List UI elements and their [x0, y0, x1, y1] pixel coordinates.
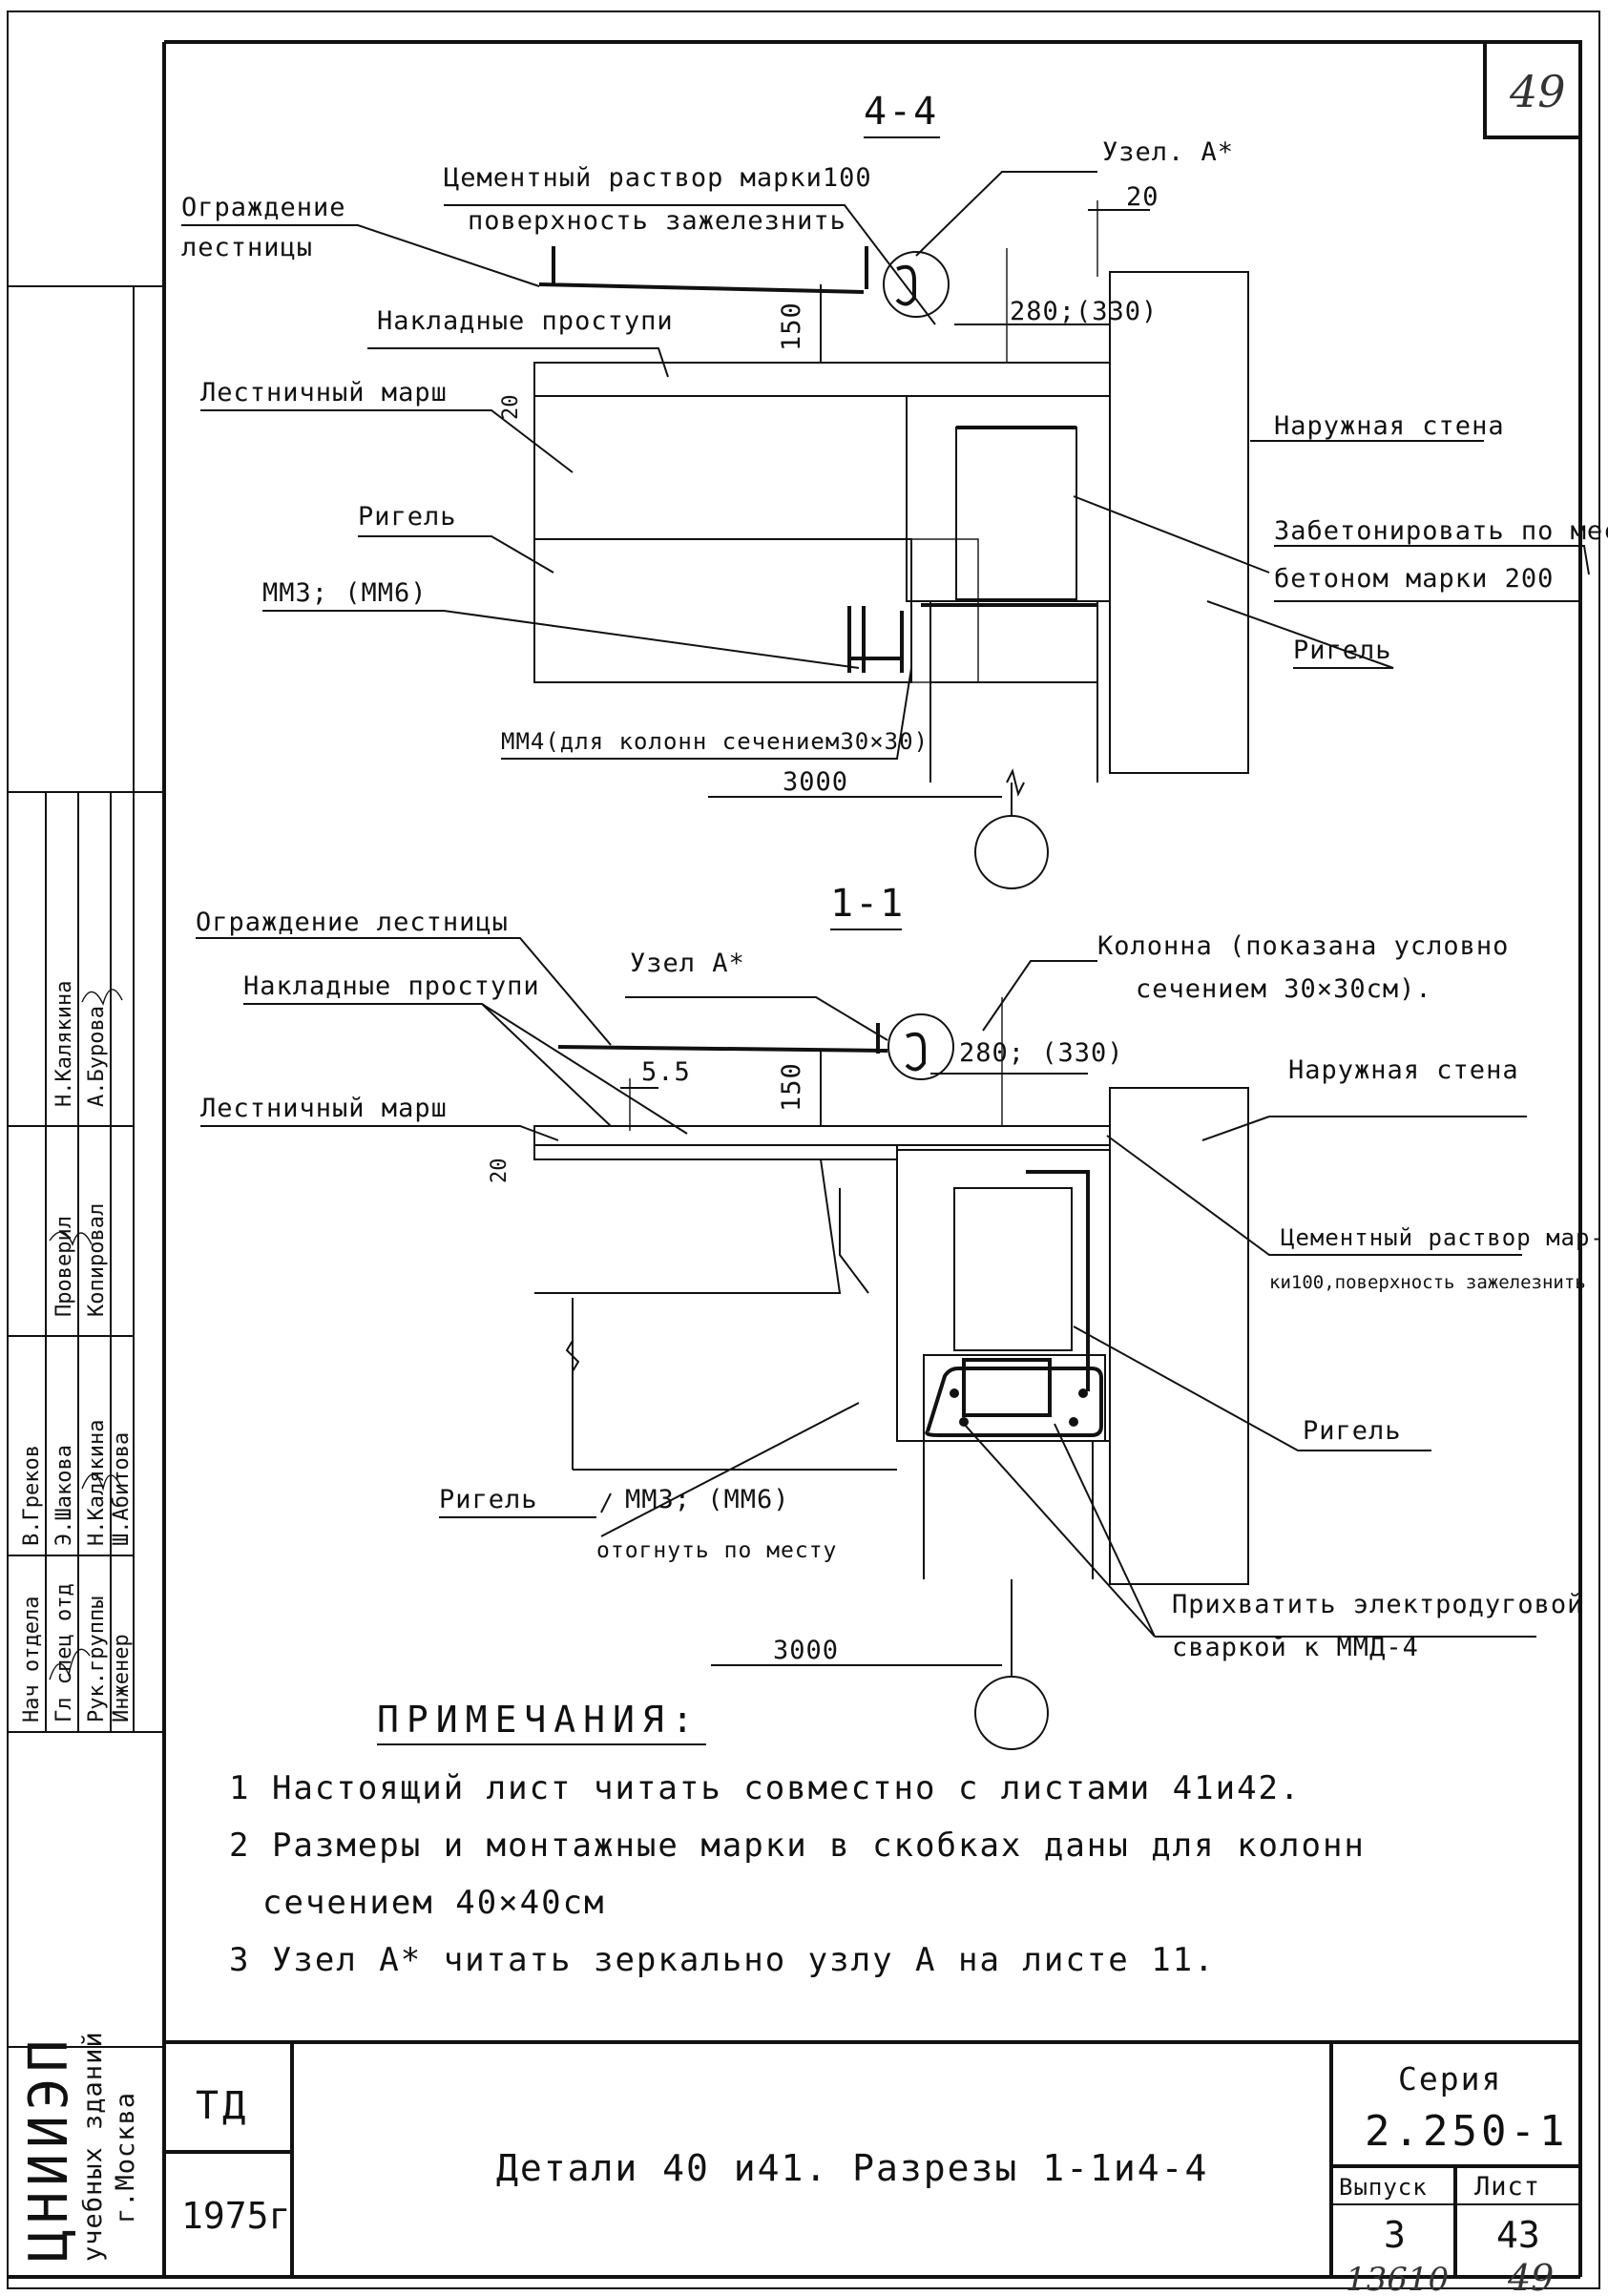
s44-concrete-line1: Забетонировать по месту — [1274, 516, 1608, 546]
tb-code: ТД — [196, 2084, 249, 2128]
s11-mortar-line1: Цементный раствор мар- — [1281, 1224, 1605, 1251]
s11-dim-3000: 3000 — [773, 1636, 839, 1665]
s44-dim-150: 150 — [777, 302, 806, 351]
s44-riegel-left: Ригель — [358, 502, 457, 532]
riegel-left — [533, 538, 912, 683]
outer-wall — [1109, 271, 1249, 774]
s44-node: Узел. А* — [1102, 137, 1234, 167]
stamp-role-chief: Гл спец отд — [52, 1583, 76, 1722]
mortar-2 — [533, 1125, 1111, 1146]
section-1-1: 1-1 — [196, 882, 1605, 1750]
s44-mm4: ММ4(для колонн сечением30×30) — [501, 728, 929, 755]
s44-mortar-line2: поверхность зажелезнить — [468, 206, 846, 236]
s11-weld-line1: Прихватить электродуговой — [1172, 1590, 1583, 1619]
org-line-2: г.Москва — [111, 2092, 140, 2223]
s44-dim-280: 280;(330) — [1010, 297, 1158, 326]
s44-concrete-line2: бетоном марки 200 — [1274, 564, 1554, 594]
tb-bottom-left: 13610 — [1346, 2261, 1449, 2296]
note-3: 3 Узел А* читать зеркально узлу А на лис… — [229, 1941, 1216, 1979]
column — [955, 427, 1077, 600]
s44-railing-line2: лестницы — [181, 233, 313, 262]
riegel-right — [929, 600, 1098, 683]
sheet-number-top: 49 — [1509, 66, 1566, 117]
tb-sheet-label: Лист — [1474, 2172, 1540, 2202]
tb-issue-label: Выпуск — [1339, 2174, 1428, 2201]
s11-dim-150: 150 — [777, 1062, 806, 1112]
s11-railing: Ограждение лестницы — [196, 908, 509, 937]
stamp-col-checked: Проверил — [52, 1216, 76, 1317]
s11-dim-280: 280; (330) — [959, 1038, 1124, 1068]
sheet-number-box: 49 — [1483, 40, 1582, 139]
s11-dim-20: 20 — [488, 1158, 512, 1184]
tb-series-label: Серия — [1398, 2060, 1502, 2098]
s44-mm3: ММ3; (ММ6) — [262, 578, 428, 608]
tb-series: 2.250-1 — [1365, 2107, 1568, 2156]
s44-railing-line1: Ограждение — [181, 193, 346, 222]
s11-weld-line2: сваркой к ММД-4 — [1172, 1633, 1419, 1662]
s11-mm3: ММ3; (ММ6) — [625, 1485, 790, 1514]
notes-heading: ПРИМЕЧАНИЯ: — [377, 1699, 701, 1741]
org-code: ЦНИИЭП — [18, 2035, 80, 2262]
s44-dim-3000: 3000 — [783, 767, 848, 797]
section-44-title: 4-4 — [864, 90, 938, 134]
s11-column-line1: Колонна (показана условно — [1097, 931, 1509, 961]
tb-issue: 3 — [1384, 2214, 1406, 2256]
stamp-name-2: А.Бурова — [85, 1006, 109, 1107]
stamp-role-head: Нач отдела — [20, 1597, 44, 1722]
stamp-name-4: Э.Шакова — [52, 1445, 76, 1546]
note-2-cont: сечением 40×40см — [262, 1884, 606, 1922]
org-line-1: учебных зданий — [78, 2031, 108, 2262]
note-2: 2 Размеры и монтажные марки в скобках да… — [229, 1826, 1366, 1865]
tb-sheet: 43 — [1496, 2214, 1540, 2256]
section-4-4: 4-4 — [181, 90, 1608, 889]
s11-flight: Лестничный марш — [200, 1094, 448, 1123]
s44-treads: Накладные проступи — [377, 306, 674, 336]
s11-mortar-line2: ки100,поверхность зажелезнить — [1269, 1272, 1586, 1293]
stamp-name-1: Н.Калякина — [52, 981, 76, 1107]
stamp-name-3: В.Греков — [20, 1445, 44, 1546]
note-1: 1 Настоящий лист читать совместно с лист… — [229, 1769, 1302, 1807]
s11-treads: Накладные проступи — [243, 971, 540, 1001]
s11-dim-55: 5.5 — [641, 1057, 691, 1087]
stamp-name-6: Ш.Абитова — [110, 1432, 134, 1546]
sheet-frame — [7, 10, 1600, 2289]
side-stamp: Нач отдела Гл спец отд Рук.группы Инжене… — [8, 285, 164, 2262]
riegel-2 — [923, 1354, 1106, 1442]
s44-riegel-right: Ригель — [1293, 636, 1392, 665]
tb-year: 1975г — [181, 2195, 290, 2237]
stamp-col-copied: Копировал — [85, 1203, 109, 1317]
mortar-layer — [533, 362, 1111, 397]
column-2 — [953, 1187, 1073, 1351]
stamp-role-group: Рук.группы — [85, 1597, 109, 1722]
notes-block: ПРИМЕЧАНИЯ: 1 Настоящий лист читать совм… — [229, 1699, 1366, 1979]
s11-column-line2: сечением 30×30см). — [1136, 974, 1432, 1004]
section-11-title: 1-1 — [830, 882, 905, 926]
s11-riegel-left: Ригель — [439, 1485, 538, 1514]
s44-dim-20b: 20 — [499, 395, 523, 421]
tb-title: Детали 40 и41. Разрезы 1-1и4-4 — [496, 2147, 1208, 2189]
s44-mortar-line1: Цементный раствор марки100 — [444, 163, 872, 193]
outer-wall-2 — [1109, 1087, 1249, 1585]
title-block: ТД 1975г Детали 40 и41. Разрезы 1-1и4-4 … — [164, 2040, 1580, 2296]
s11-riegel-right: Ригель — [1303, 1416, 1402, 1446]
stair-flight — [533, 395, 908, 540]
s44-flight: Лестничный марш — [200, 378, 448, 407]
treads-2 — [533, 1144, 898, 1160]
s44-dim-20: 20 — [1126, 182, 1159, 212]
s11-outer-wall: Наружная стена — [1288, 1055, 1519, 1085]
stamp-role-engineer: Инженер — [110, 1634, 134, 1722]
tb-bottom-right: 49 — [1507, 2257, 1554, 2296]
s11-node: Узел А* — [630, 949, 745, 978]
s44-outer-wall: Наружная стена — [1274, 411, 1505, 441]
concrete-envelope — [896, 1149, 1111, 1442]
s11-bend: отогнуть по месту — [596, 1538, 837, 1563]
